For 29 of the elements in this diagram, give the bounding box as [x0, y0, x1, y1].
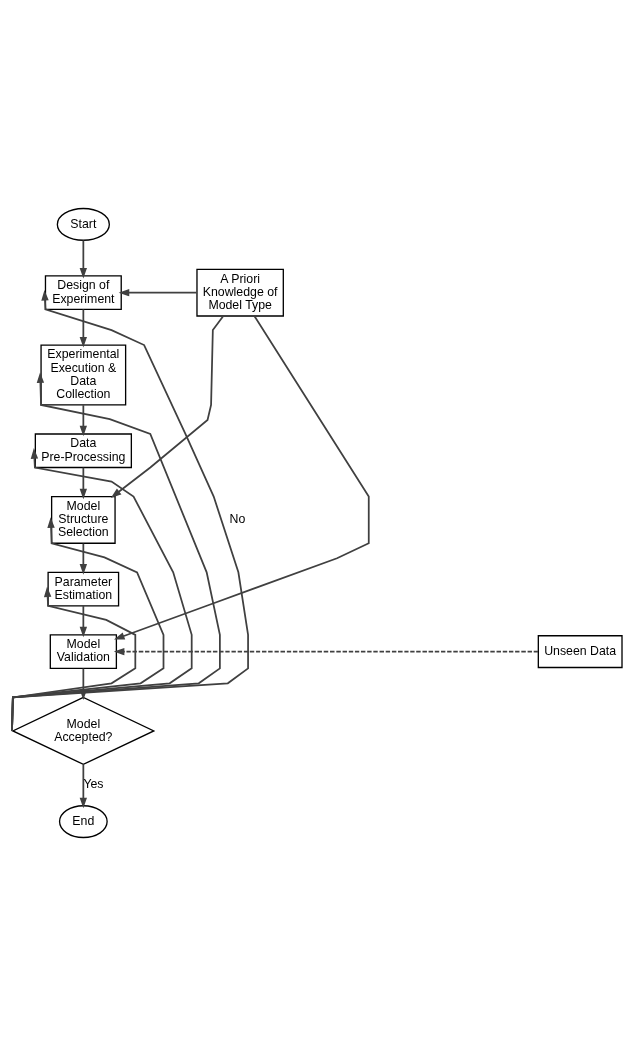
node-box: Data Pre-Processing [34, 433, 132, 469]
node-box: Unseen Data [537, 635, 623, 669]
arrow [79, 542, 88, 575]
arrow [79, 404, 88, 437]
arrow [11, 586, 137, 732]
arrow [79, 466, 88, 500]
node-box: Experimental Execution & Data Collection [40, 344, 127, 406]
node-box: Design of Experiment [44, 275, 122, 311]
node-ellipse: End [58, 805, 108, 839]
node-box: Model Validation [49, 634, 118, 669]
edge-label: No [229, 512, 246, 527]
node-diamond: Model Accepted? [11, 696, 156, 766]
arrow [11, 372, 221, 732]
arrow [113, 647, 539, 656]
arrow [114, 315, 370, 640]
node-box: Model Structure Selection [50, 495, 116, 544]
node-box: A Priori Knowledge of Model Type [196, 268, 284, 317]
node-box: Parameter Estimation [47, 571, 120, 607]
arrow [79, 605, 88, 638]
arrow [79, 763, 88, 809]
arrow [79, 239, 88, 279]
arrow [11, 290, 249, 732]
node-ellipse: Start [56, 207, 110, 241]
arrow [79, 308, 88, 348]
arrow [110, 315, 225, 498]
edge-label: Yes [83, 777, 104, 792]
arrow [118, 288, 198, 297]
arrow [11, 448, 193, 732]
arrow [11, 517, 165, 732]
